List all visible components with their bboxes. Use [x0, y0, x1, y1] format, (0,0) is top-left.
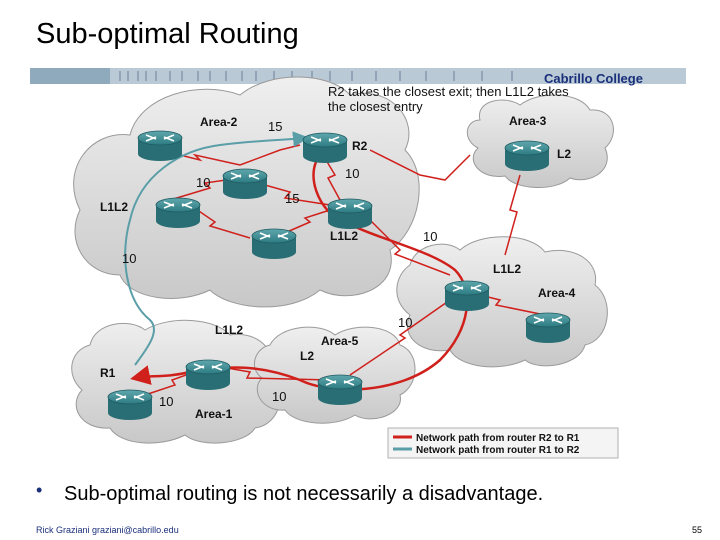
- router-area4-icon: [525, 312, 571, 343]
- router-l1l2-area1-icon: [185, 359, 231, 390]
- cost-label: 10: [272, 389, 286, 404]
- router-l1l2-area4-label: L1L2: [493, 262, 521, 276]
- router-area2-bottom-icon: [251, 228, 297, 259]
- router-l2-area5-label: L2: [300, 349, 314, 363]
- area-1-label: Area-1: [195, 407, 233, 421]
- annotation-line-1: R2 takes the closest exit; then L1L2 tak…: [328, 84, 569, 99]
- page-title: Sub-optimal Routing: [36, 18, 299, 50]
- router-r2-icon: [302, 132, 348, 163]
- router-r1-label: R1: [100, 366, 116, 380]
- legend-teal-label: Network path from router R1 to R2: [416, 445, 580, 456]
- router-l1l2-center-label: L1L2: [330, 229, 358, 243]
- bullet-text: Sub-optimal routing is not necessarily a…: [64, 483, 544, 505]
- area-3-label: Area-3: [509, 114, 547, 128]
- network-links: [144, 144, 546, 396]
- page-number: 55: [691, 525, 702, 535]
- annotation-line-2: the closest entry: [328, 99, 423, 114]
- router-l1l2-center-icon: [327, 198, 373, 229]
- router-l1l2-left-label: L1L2: [100, 200, 128, 214]
- cost-label: 15: [285, 191, 299, 206]
- cost-label: 10: [122, 251, 136, 266]
- bullet-icon: •: [36, 480, 43, 500]
- router-icons: [107, 130, 571, 420]
- router-area2-top-icon: [137, 130, 183, 161]
- legend-red-label: Network path from router R2 to R1: [416, 433, 580, 444]
- area-1-cloud: [71, 319, 281, 444]
- cost-label: 10: [159, 394, 173, 409]
- router-l2-area5-icon: [317, 374, 363, 405]
- area-3-cloud: [466, 94, 614, 189]
- header-bar: [30, 68, 686, 84]
- router-l1l2-left-icon: [155, 197, 201, 228]
- area-5-label: Area-5: [321, 334, 359, 348]
- college-logo-text: Cabrillo College: [544, 71, 643, 86]
- footer-author: Rick Graziani graziani@cabrillo.edu: [36, 525, 179, 535]
- router-l2-area3-label: L2: [557, 147, 571, 161]
- router-r2-label: R2: [352, 139, 368, 153]
- area-4-label: Area-4: [538, 286, 576, 300]
- router-l1l2-area1-label: L1L2: [215, 323, 243, 337]
- cost-label: 10: [196, 175, 210, 190]
- area-4-cloud: [396, 236, 608, 368]
- cost-label: 15: [268, 119, 282, 134]
- cost-label: 10: [423, 229, 437, 244]
- cost-label: 10: [345, 166, 359, 181]
- router-l1l2-area4-icon: [444, 280, 490, 311]
- router-area3-icon: [504, 140, 550, 171]
- router-area2-mid-icon: [222, 168, 268, 199]
- teal-path-r1-to-r2: [124, 131, 309, 366]
- router-r1-icon: [107, 389, 153, 420]
- cost-label: 10: [398, 315, 412, 330]
- legend: Network path from router R2 to R1 Networ…: [387, 427, 619, 459]
- area-2-label: Area-2: [200, 115, 238, 129]
